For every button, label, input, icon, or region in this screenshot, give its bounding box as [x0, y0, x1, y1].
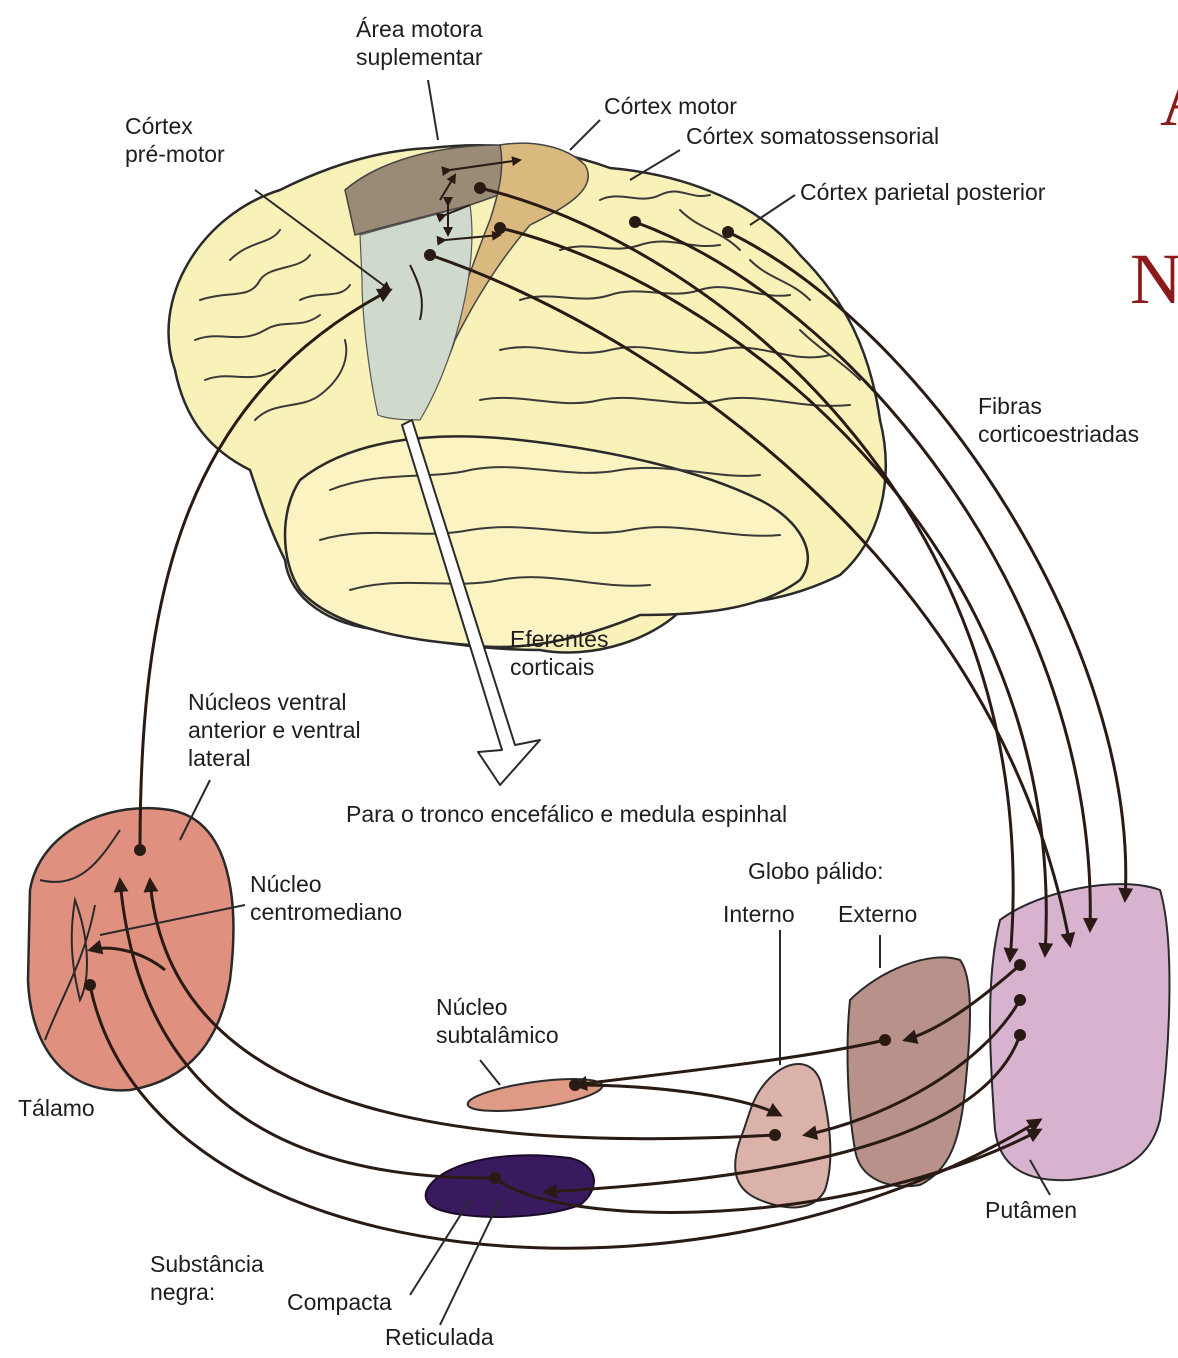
label-cortex-somatossensorial: Córtex somatossensorial — [686, 122, 939, 150]
label-putamen: Putâmen — [985, 1196, 1077, 1224]
label-interno: Interno — [723, 900, 795, 928]
nucleos-line1: Núcleos ventral — [188, 688, 361, 716]
eferentes-line1: Eferentes — [510, 625, 608, 653]
label-nucleo-centromediano: Núcleo centromediano — [250, 870, 402, 926]
label-cortex-premotor: Córtex pré-motor — [125, 112, 225, 168]
label-tronco-encefalico: Para o tronco encefálico e medula espinh… — [346, 800, 787, 828]
title-fragment-middle: N — [1130, 238, 1178, 321]
label-area-motora-suplementar: Área motora suplementar — [356, 15, 483, 71]
label-talamo: Tálamo — [18, 1094, 95, 1122]
title-fragment-top: A — [1160, 60, 1178, 143]
premotor-line2: pré-motor — [125, 140, 225, 168]
nucleos-line2: anterior e ventral — [188, 716, 361, 744]
area-motora-line2: suplementar — [356, 43, 483, 71]
label-nucleo-subtalamico: Núcleo subtalâmico — [436, 993, 559, 1049]
substancia-line2: negra: — [150, 1278, 264, 1306]
subtalamico-line1: Núcleo — [436, 993, 559, 1021]
fibras-line1: Fibras — [978, 392, 1139, 420]
fibras-line2: corticoestriadas — [978, 420, 1139, 448]
substancia-line1: Substância — [150, 1250, 264, 1278]
nucleos-line3: lateral — [188, 744, 361, 772]
label-substancia-negra: Substância negra: — [150, 1250, 264, 1306]
premotor-line1: Córtex — [125, 112, 225, 140]
subtalamico-line2: subtalâmico — [436, 1021, 559, 1049]
centromediano-line1: Núcleo — [250, 870, 402, 898]
centromediano-line2: centromediano — [250, 898, 402, 926]
label-reticulada: Reticulada — [385, 1323, 494, 1351]
label-cortex-parietal: Córtex parietal posterior — [800, 178, 1045, 206]
eferentes-line2: corticais — [510, 653, 608, 681]
label-externo: Externo — [838, 900, 917, 928]
brain — [169, 143, 886, 652]
label-compacta: Compacta — [287, 1288, 392, 1316]
label-nucleos-ventral: Núcleos ventral anterior e ventral later… — [188, 688, 361, 772]
subthalamic-nucleus — [466, 1073, 604, 1118]
area-motora-line1: Área motora — [356, 15, 483, 43]
label-globo-palido: Globo pálido: — [748, 857, 884, 885]
label-cortex-motor: Córtex motor — [604, 92, 737, 120]
label-eferentes-corticais: Eferentes corticais — [510, 625, 608, 681]
label-fibras-corticoestriadas: Fibras corticoestriadas — [978, 392, 1139, 448]
